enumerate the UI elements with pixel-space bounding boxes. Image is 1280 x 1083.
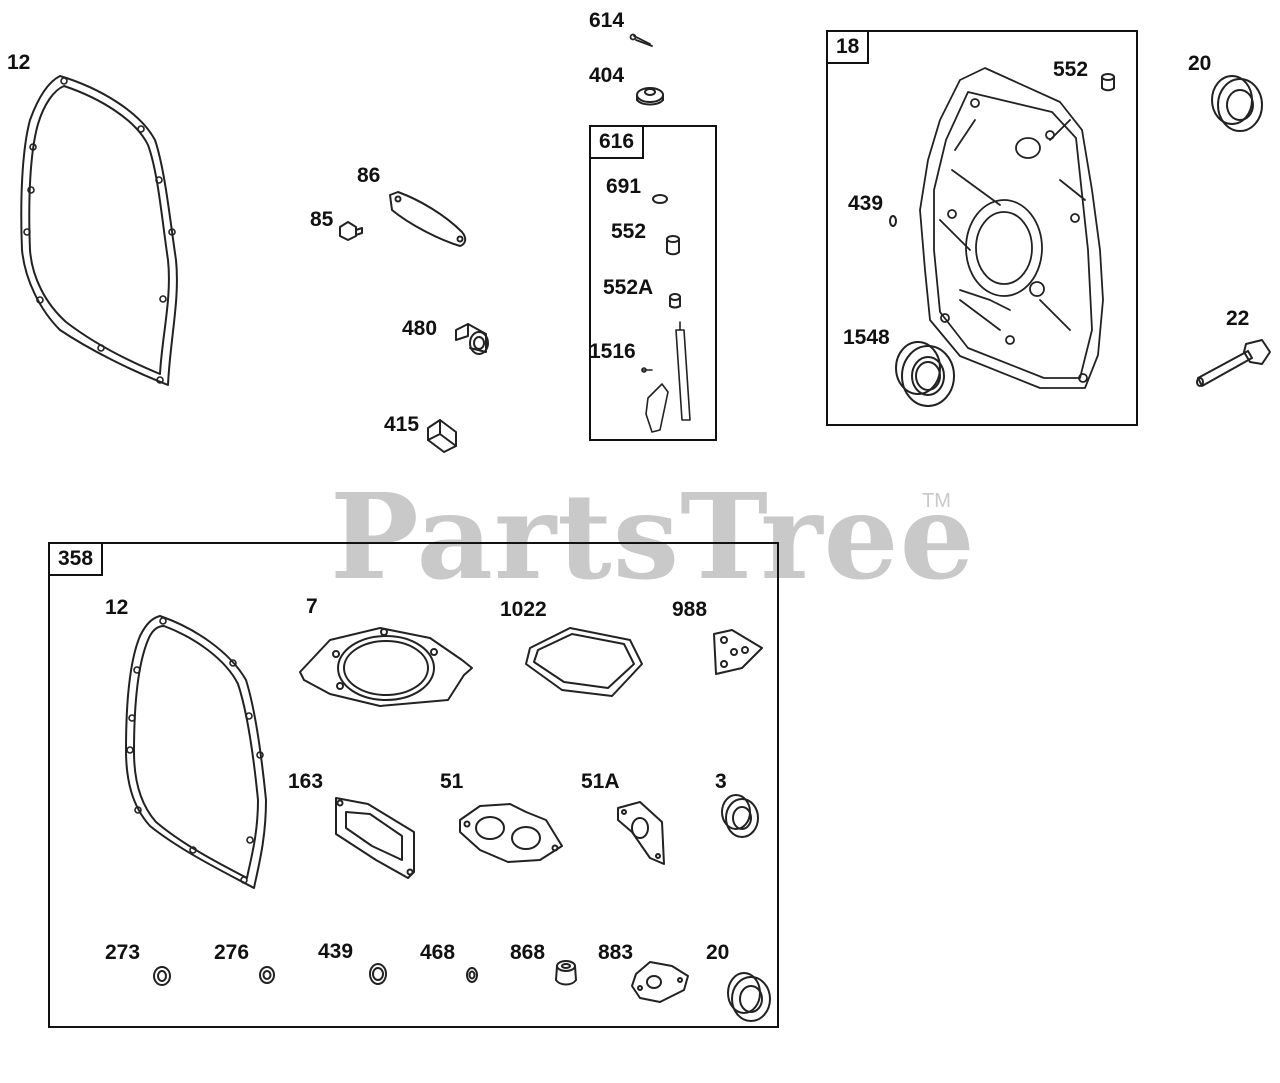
small-bolt-part bbox=[339, 221, 363, 241]
callout-22: 22 bbox=[1226, 307, 1250, 330]
small-gasket-part bbox=[713, 629, 763, 675]
callout-20-kit: 20 bbox=[706, 941, 730, 964]
callout-988: 988 bbox=[672, 598, 708, 621]
callout-480: 480 bbox=[402, 317, 438, 340]
callout-404: 404 bbox=[589, 64, 625, 87]
callout-12-kit: 12 bbox=[105, 596, 129, 619]
callout-12-top: 12 bbox=[7, 51, 31, 74]
o-ring-468-part bbox=[466, 967, 478, 983]
cotter-pin-part bbox=[629, 33, 653, 47]
bushing-a-part bbox=[669, 293, 681, 309]
bracket-gasket-part bbox=[631, 961, 689, 1003]
o-ring-439-part bbox=[369, 963, 387, 985]
kit-oil-seal-part bbox=[727, 972, 771, 1022]
exhaust-gasket-part bbox=[335, 797, 415, 879]
intake-gasket-part bbox=[459, 803, 563, 863]
callout-163: 163 bbox=[288, 770, 324, 793]
crankcase-cover-part bbox=[919, 67, 1104, 389]
callout-51A: 51A bbox=[581, 770, 620, 793]
callout-51: 51 bbox=[440, 770, 464, 793]
group-frame-18 bbox=[826, 30, 1138, 426]
box-label-18: 18 bbox=[828, 32, 870, 64]
intake-gasket-a-part bbox=[617, 801, 665, 865]
callout-439-kit: 439 bbox=[318, 940, 354, 963]
callout-552A: 552A bbox=[603, 276, 654, 299]
plug-part bbox=[427, 419, 457, 453]
crankcase-gasket-part bbox=[20, 75, 178, 386]
cover-plate-part bbox=[389, 191, 467, 247]
callout-691: 691 bbox=[606, 175, 642, 198]
long-bolt-part bbox=[1196, 339, 1271, 387]
callout-1516: 1516 bbox=[589, 340, 636, 363]
oil-seal-part bbox=[1211, 75, 1263, 132]
callout-276: 276 bbox=[214, 941, 250, 964]
governor-shaft-part bbox=[641, 321, 691, 433]
valve-seal-part bbox=[555, 960, 577, 986]
o-ring-part bbox=[889, 215, 897, 227]
callout-868: 868 bbox=[510, 941, 546, 964]
callout-614: 614 bbox=[589, 9, 625, 32]
crank-seal-part bbox=[721, 794, 759, 838]
group-frame-616 bbox=[589, 125, 717, 441]
callout-273: 273 bbox=[105, 941, 141, 964]
watermark-text: PartsTree bbox=[330, 467, 976, 606]
callout-552-616: 552 bbox=[611, 220, 647, 243]
washer-part bbox=[636, 87, 664, 106]
callout-1022: 1022 bbox=[500, 598, 547, 621]
o-ring-276-part bbox=[259, 966, 275, 984]
callout-85: 85 bbox=[310, 208, 334, 231]
o-ring-273-part bbox=[153, 966, 171, 986]
callout-883: 883 bbox=[598, 941, 634, 964]
callout-468: 468 bbox=[420, 941, 456, 964]
fitting-part bbox=[455, 323, 489, 355]
bushing-part bbox=[666, 235, 680, 256]
callout-86: 86 bbox=[357, 164, 381, 187]
watermark-trademark: TM bbox=[922, 490, 951, 512]
box-label-358: 358 bbox=[50, 544, 104, 576]
small-washer-part bbox=[652, 194, 668, 204]
dowel-pin-part bbox=[1101, 73, 1115, 92]
head-gasket-part bbox=[299, 627, 473, 707]
callout-20-top: 20 bbox=[1188, 52, 1212, 75]
kit-crankcase-gasket-part bbox=[125, 615, 267, 889]
callout-7: 7 bbox=[306, 595, 318, 618]
callout-3: 3 bbox=[715, 770, 727, 793]
callout-552-18: 552 bbox=[1053, 58, 1089, 81]
rocker-gasket-part bbox=[525, 627, 643, 697]
box-label-616: 616 bbox=[591, 127, 645, 159]
callout-439-18: 439 bbox=[848, 192, 884, 215]
callout-415: 415 bbox=[384, 413, 420, 436]
callout-1548: 1548 bbox=[843, 326, 890, 349]
group-frame-358 bbox=[48, 542, 779, 1028]
bearing-seal-part bbox=[895, 341, 955, 407]
